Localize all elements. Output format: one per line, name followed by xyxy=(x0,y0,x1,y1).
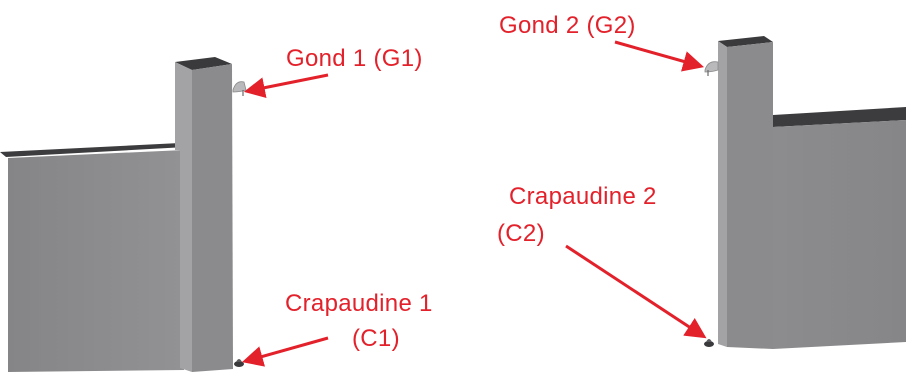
right-pillar-front xyxy=(718,41,727,347)
pivot-c1 xyxy=(234,359,244,367)
left-pillar xyxy=(175,57,233,372)
right-wall xyxy=(773,107,906,349)
arrow-c2 xyxy=(565,244,707,339)
hinge-g1 xyxy=(232,81,247,96)
arrow-c1 xyxy=(241,336,329,367)
right-wall-top xyxy=(773,107,906,127)
label-gond-1: Gond 1 (G1) xyxy=(286,45,423,72)
label-crapaudine-2: Crapaudine 2 xyxy=(509,183,657,210)
arrow-g2 xyxy=(614,40,705,72)
right-pillar xyxy=(718,36,773,349)
right-pillar-face xyxy=(727,42,773,349)
left-wall xyxy=(0,143,186,372)
left-pillar-top xyxy=(175,57,232,70)
arrow-g1 xyxy=(243,73,329,99)
label-crapaudine-1: Crapaudine 1 xyxy=(285,290,433,317)
left-wall-top xyxy=(0,143,186,157)
left-wall-face xyxy=(8,150,184,372)
right-wall-face xyxy=(773,120,906,349)
left-pillar-side xyxy=(175,62,192,372)
label-gond-2: Gond 2 (G2) xyxy=(499,12,636,39)
pivot-c2 xyxy=(704,339,714,347)
label-crapaudine-2-code: (C2) xyxy=(497,220,545,247)
hinge-g2 xyxy=(704,61,719,76)
left-pillar-front xyxy=(192,64,233,372)
right-pillar-top xyxy=(718,36,773,47)
label-crapaudine-1-code: (C1) xyxy=(352,325,400,352)
